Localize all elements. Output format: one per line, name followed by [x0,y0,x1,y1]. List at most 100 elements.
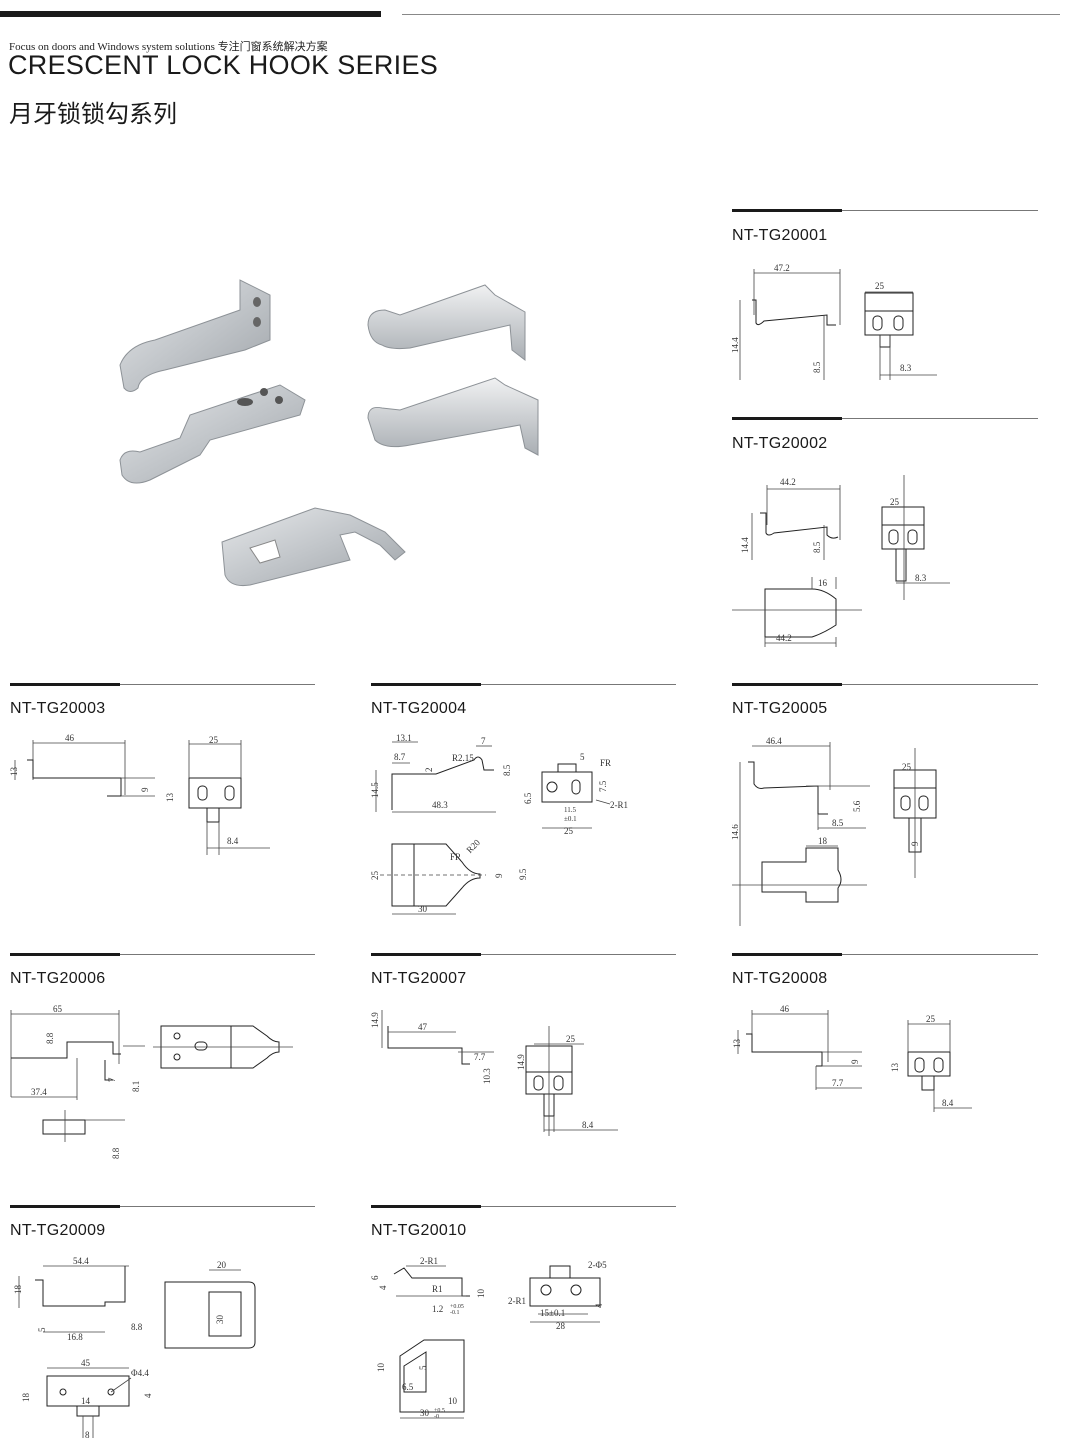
dimension-label: 37.4 [31,1087,47,1097]
dimension-label: 44.2 [776,633,792,643]
dimension-label: 8.4 [942,1098,954,1108]
dimension-label: 6 [370,1275,380,1280]
dimension-label: 9 [910,841,920,846]
dimension-label: R1 [432,1284,443,1294]
dimension-label: 8.7 [394,752,406,762]
product-code-1: NT-TG20001 [732,227,828,244]
dimension-label: 5 [580,752,585,762]
dimension-label: 14.4 [732,337,740,353]
dimension-label: 25 [890,497,900,507]
dimension-label: 14.9 [516,1054,526,1070]
dimension-label: 28 [556,1321,566,1331]
dimension-label: 10.3 [482,1068,492,1084]
dimension-label: 13.1 [396,733,412,743]
dimension-label: 54.4 [73,1256,89,1266]
section-rule-4 [371,683,676,686]
section-rule-5 [732,683,1038,686]
dimension-label: 5 [418,1365,428,1370]
section-rule-3 [10,683,315,686]
dimension-label: 9 [850,1059,860,1064]
header-thin-rule [402,14,1060,15]
dimension-label: 25 [926,1014,936,1024]
dimension-label: 5.6 [852,800,862,812]
dimension-label: 10 [448,1396,458,1406]
dimension-label: ±0.1 [564,815,577,823]
dimension-label: 9 [494,873,504,878]
dimension-label: 7 [481,736,486,746]
dimension-label: 65 [53,1004,63,1014]
hook-part-5 [221,507,406,586]
drawing-nt-tg20006: 65 8.8 7 8.1 37.4 8.8 [10,1004,293,1159]
product-code-7: NT-TG20007 [371,970,467,987]
dimension-label: 46 [65,733,75,743]
dimension-label: 45 [81,1358,91,1368]
dimension-label: 14.9 [370,1012,380,1028]
dimension-label: 46 [780,1004,790,1014]
drawing-nt-tg20003: 46 13 9 25 13 8.4 [9,733,270,855]
product-code-5: NT-TG20005 [732,700,828,717]
tagline: Focus on doors and Windows system soluti… [9,41,328,53]
dimension-label: 8.8 [111,1147,121,1159]
section-rule-8 [732,953,1038,956]
drawing-nt-tg20001: 47.2 14.4 8.5 25 8.3 [732,263,937,380]
dimension-label: 6.5 [523,792,533,804]
dimension-label: 14 [81,1396,91,1406]
dimension-label: 44.2 [780,477,796,487]
dimension-label: 8.8 [45,1032,55,1044]
section-rule-9 [10,1205,315,1208]
dimension-label: 48.3 [432,800,448,810]
dimension-label: R20 [464,837,482,855]
section-rule-6 [10,953,315,956]
dimension-label: 14.4 [740,537,750,553]
dimension-label: 30 [215,1315,225,1325]
dimension-label: 11.5 [564,806,576,814]
dimension-label: 9 [140,787,150,792]
dimension-label: 13 [890,1063,900,1073]
dimension-label: 10 [476,1289,486,1299]
drawing-nt-tg20008: 46 13 9 7.7 25 13 8.4 [732,1004,972,1112]
dimension-label: 8.3 [900,363,912,373]
dimension-label: 18 [818,836,828,846]
dimension-label: +0.5 [434,1408,445,1414]
dimension-label: 5 [37,1327,47,1332]
product-code-10: NT-TG20010 [371,1222,467,1239]
dimension-label: 30 [418,904,428,914]
dimension-label: 2-R1 [508,1296,526,1306]
dimension-label: 2 [424,768,434,773]
product-photo [119,279,539,586]
product-code-6: NT-TG20006 [10,970,106,987]
dimension-label: 8.5 [832,818,844,828]
dimension-label: 25 [902,762,912,772]
dimension-label: 9.5 [518,868,528,880]
dimension-label: 7.5 [598,780,608,792]
dimension-label: 4 [594,1303,604,1308]
dimension-label: -0.1 [450,1310,460,1316]
page-title-cn: 月牙锁锁勾系列 [9,100,177,128]
dimension-label: 8.3 [915,573,927,583]
dimension-label: 8.5 [502,764,512,776]
dimension-label: 13 [732,1039,742,1049]
dimension-label: 8.4 [582,1120,594,1130]
section-rule-1 [732,209,1038,212]
dimension-label: 13 [9,767,19,777]
dimension-label: 2-Φ5 [588,1260,607,1270]
dimension-label: 2-R1 [610,800,628,810]
page-title-en: CRESCENT LOCK HOOK SERIES [8,50,439,80]
dimension-label: 10 [376,1363,386,1373]
dimension-label: 7.7 [474,1052,486,1062]
hook-part-4 [367,377,539,456]
section-rule-7 [371,953,676,956]
hook-part-1 [119,279,271,392]
dimension-label: 15±0.1 [540,1308,565,1318]
dimension-label: 1.2 [432,1304,443,1314]
dimension-label: 4 [378,1285,388,1290]
dimension-label: 2-R1 [420,1256,438,1266]
dimension-label: 8.4 [227,836,239,846]
dimension-label: 47.2 [774,263,790,273]
dimension-label: 8.5 [812,361,822,373]
dimension-label: FR [450,852,461,862]
dimension-label: 4 [143,1393,153,1398]
dimension-label: 14.5 [370,782,380,798]
product-code-8: NT-TG20008 [732,970,828,987]
dimension-label: Φ4.4 [131,1368,149,1378]
